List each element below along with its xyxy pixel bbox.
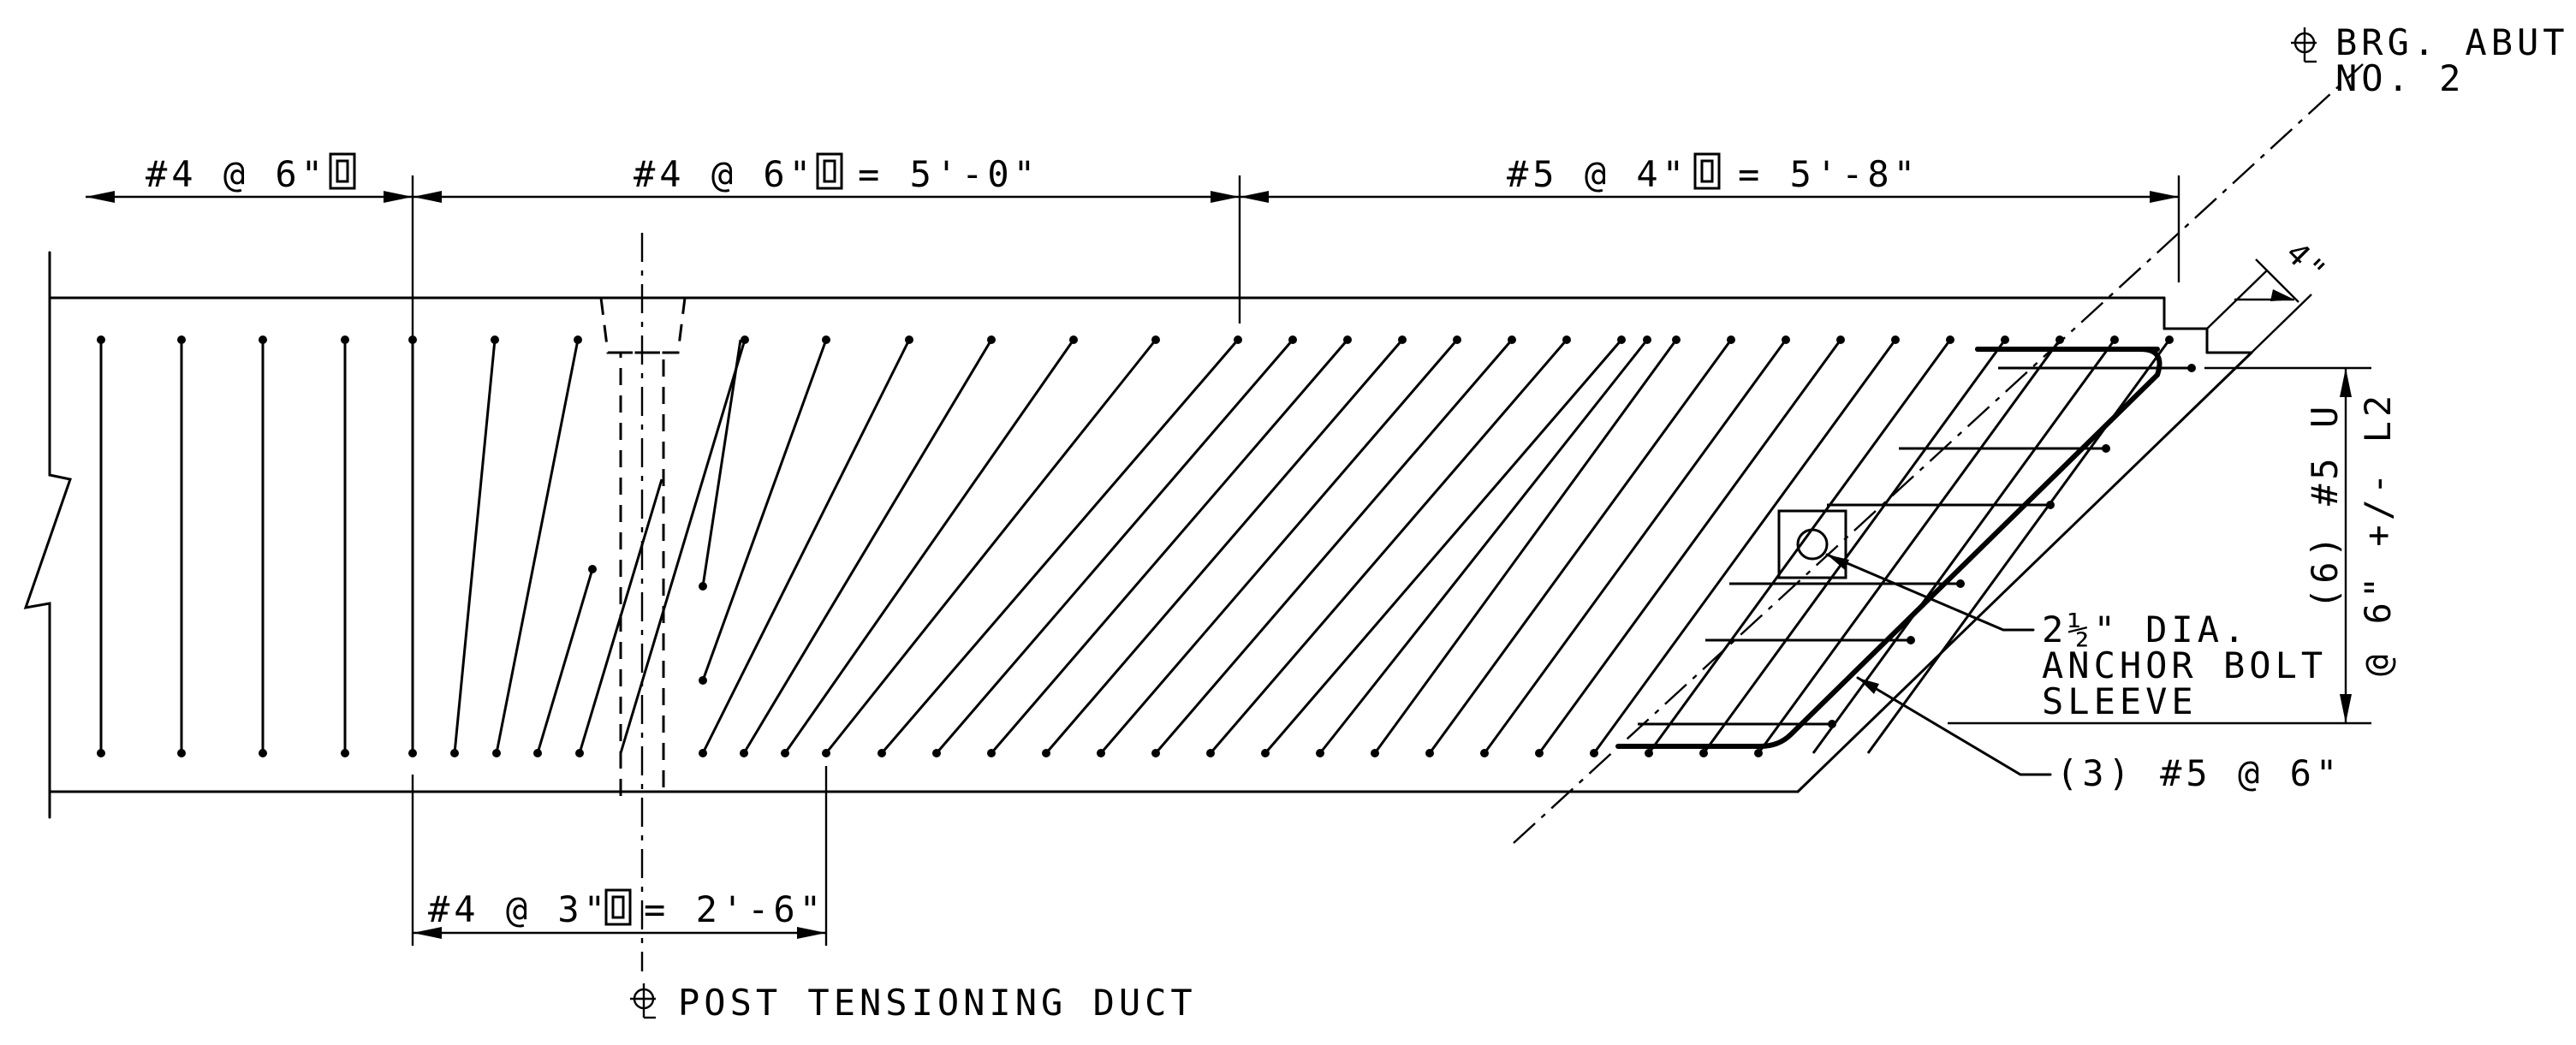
post-tensioning-label: POST TENSIONING DUCT: [678, 982, 1197, 1024]
transition-stirrups: [450, 335, 830, 757]
label-u-bars: (6) #5 U @ 6" +/- L2: [2304, 391, 2399, 676]
right-vertical-dimension: [1948, 366, 2371, 725]
label-bottom: #4 @ 3" = 2'-6": [428, 888, 825, 930]
label-bearing-abutment: BRG. ABUT. NO. 2: [2289, 21, 2576, 99]
label-post-tensioning: POST TENSIONING DUCT: [628, 982, 1197, 1024]
anchor-line1: 2½" DIA.: [2042, 609, 2249, 650]
skewed-stirrups: [699, 335, 2174, 757]
anchor-bolt-sleeve: [1777, 509, 2035, 632]
u-bars: [1615, 347, 2196, 749]
bottom-dimension: = 2'-6": [644, 888, 825, 930]
bearing-centerline: [1513, 63, 2364, 844]
top-dimension-line: [86, 175, 2180, 342]
post-tensioning-duct: [599, 233, 687, 971]
u-spacing-label: @ 6" +/- L2: [2357, 391, 2399, 676]
top-left-label: #4 @ 6": [146, 153, 327, 195]
label-top-mid: #4 @ 6" = 5'-0": [634, 152, 1039, 195]
brg-line1: BRG. ABUT.: [2335, 21, 2576, 63]
u-bars-label: (6) #5 U: [2304, 402, 2346, 609]
beam-outline: [23, 251, 2253, 819]
top-right-label: #5 @ 4": [1507, 153, 1688, 195]
skew-dimension: [2206, 258, 2312, 353]
top-mid-dimension: = 5'-0": [858, 153, 1039, 195]
bottom-dimension-line: [411, 766, 828, 946]
centerline-icon: [2289, 26, 2318, 63]
label-top-left: #4 @ 6": [146, 152, 356, 195]
skew-dim-label: 4": [2279, 235, 2335, 291]
stirrup-icon: [604, 888, 632, 926]
bars-callout: (3) #5 @ 6": [2056, 752, 2341, 794]
stirrup-icon: [1693, 152, 1721, 190]
bars-leader: [1856, 676, 2052, 776]
label-top-right: #5 @ 4" = 5'-8": [1507, 152, 1919, 195]
top-mid-label: #4 @ 6": [634, 153, 815, 195]
brg-line2: NO. 2: [2335, 57, 2465, 99]
label-anchor-bolt: 2½" DIA. ANCHOR BOLT SLEEVE: [2042, 609, 2327, 722]
centerline-icon: [628, 982, 657, 1019]
stirrup-icon: [816, 152, 843, 190]
vertical-stirrups: [97, 335, 417, 757]
stirrup-icon: [329, 152, 356, 190]
label-skew: 4": [2279, 235, 2335, 291]
top-right-dimension: = 5'-8": [1738, 153, 1919, 195]
label-bars-callout: (3) #5 @ 6": [2056, 752, 2341, 794]
bottom-label: #4 @ 3": [428, 888, 610, 930]
anchor-line3: SLEEVE: [2042, 680, 2198, 722]
anchor-line2: ANCHOR BOLT: [2042, 644, 2327, 686]
